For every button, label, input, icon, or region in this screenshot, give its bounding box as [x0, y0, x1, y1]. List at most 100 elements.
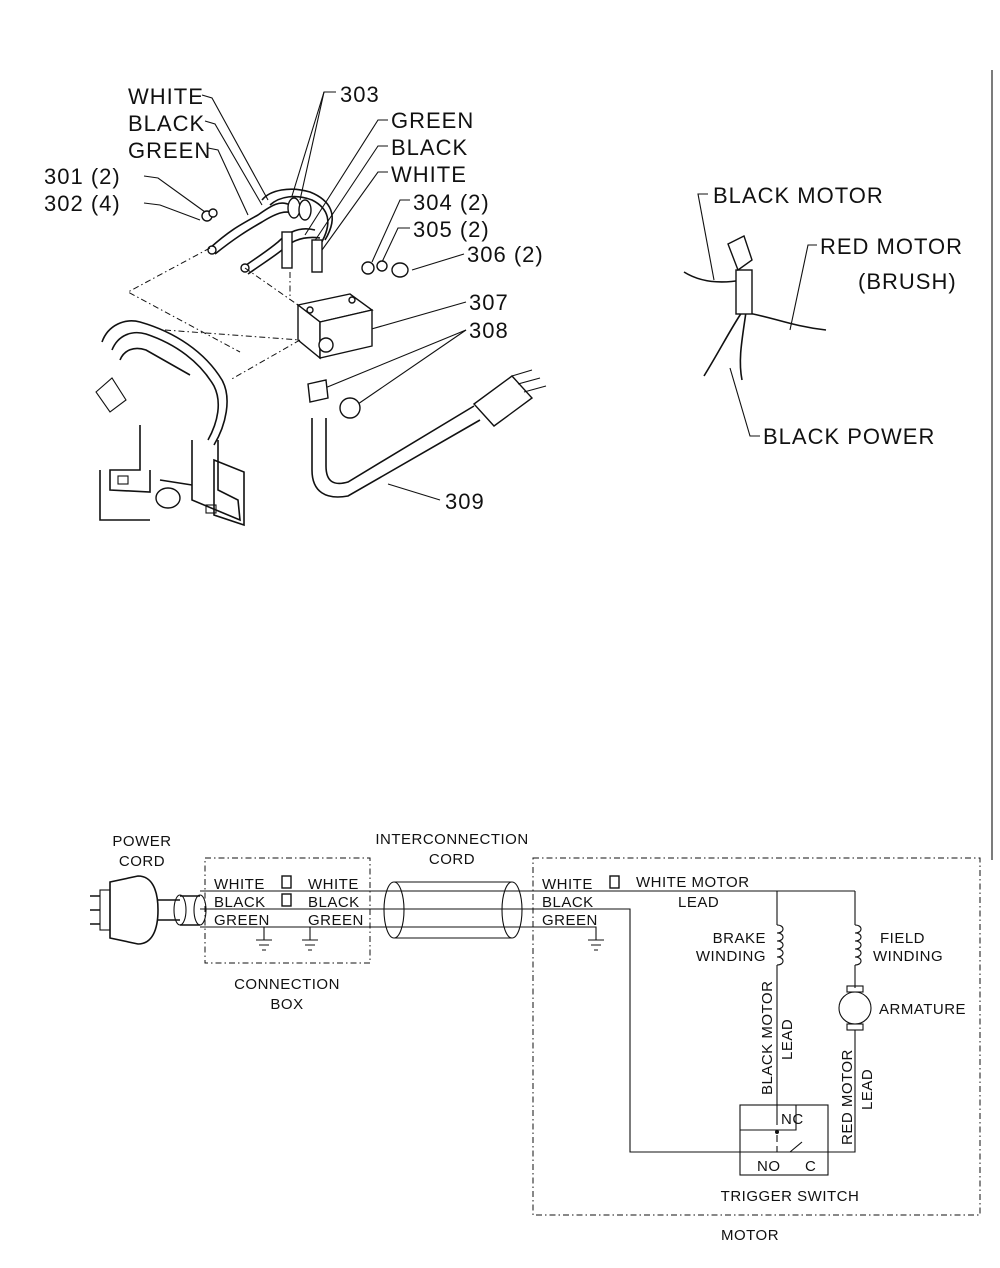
wire-red-motor — [741, 311, 827, 331]
interconnection-cord — [383, 881, 525, 939]
label-brake-winding: WINDING — [696, 948, 766, 965]
part-label-304: 304 (2) — [413, 190, 490, 215]
ground-symbol-left — [256, 927, 272, 951]
ground-symbol-right — [302, 927, 318, 951]
motor-wire-white: WHITE — [542, 876, 593, 893]
label-c: C — [805, 1158, 816, 1175]
label-trigger-switch: TRIGGER SWITCH — [721, 1188, 860, 1205]
wire-nut-white — [281, 875, 292, 889]
label-brush: (BRUSH) — [858, 269, 957, 294]
leader-white-right — [321, 171, 388, 251]
leader-301 — [143, 175, 206, 213]
trigger-switch-box — [739, 1104, 829, 1176]
power-cord-sleeve — [180, 895, 200, 926]
washer-305 — [376, 260, 388, 272]
wire-black-power — [703, 311, 743, 377]
leader-303a — [291, 91, 336, 197]
leader-red-motor — [789, 244, 817, 331]
leader-304 — [371, 199, 410, 263]
box-wire-black-right: BLACK — [308, 894, 360, 911]
label-no: NO — [757, 1158, 781, 1175]
leader-black-right — [311, 145, 388, 246]
box-wire-white-left: WHITE — [214, 876, 265, 893]
connection-box-307 — [296, 293, 374, 360]
leader-black-left — [204, 120, 263, 206]
label-motor: MOTOR — [721, 1227, 779, 1244]
leader-white-left — [201, 94, 269, 201]
switch-nc-contact — [775, 1130, 779, 1134]
label-interconnection-1: INTERCONNECTION — [375, 831, 528, 848]
leader-green-left — [207, 147, 249, 216]
screw-301 — [201, 208, 218, 222]
label-power-cord-1: POWER — [112, 833, 171, 850]
leader-black-power — [729, 367, 760, 437]
strain-relief-308a — [307, 379, 329, 403]
switch-nc-divider — [740, 1105, 797, 1131]
label-black-motor-lead: BLACK MOTOR — [759, 981, 776, 1095]
wire-label-black-right: BLACK — [391, 135, 468, 160]
label-red-motor: RED MOTOR — [820, 234, 963, 259]
part-label-306: 306 (2) — [467, 242, 544, 267]
leader-303b — [299, 91, 325, 201]
part-label-305: 305 (2) — [413, 217, 490, 242]
label-field: FIELD — [880, 930, 925, 947]
wire-nut-black — [281, 893, 292, 907]
box-wire-green-left: GREEN — [214, 912, 270, 929]
leader-308b — [357, 329, 467, 405]
assembly-line-c — [164, 329, 301, 341]
label-field-winding: WINDING — [873, 948, 943, 965]
motor-wire-green: GREEN — [542, 912, 598, 929]
label-power-cord-2: CORD — [119, 853, 165, 870]
label-white-motor: WHITE MOTOR — [636, 874, 750, 891]
wire-nut-motor — [609, 875, 620, 889]
nut-306 — [391, 262, 409, 278]
assembly-line-b — [244, 267, 299, 306]
wire-label-black-left: BLACK — [128, 111, 205, 136]
part-label-308: 308 — [469, 318, 509, 343]
part-label-307: 307 — [469, 290, 509, 315]
brake-winding-coil — [776, 924, 784, 966]
ground-symbol-motor — [525, 926, 604, 951]
wire-bundle — [207, 188, 334, 275]
washer-304 — [361, 261, 375, 275]
motor-box — [532, 857, 981, 1216]
armature-symbol — [838, 985, 872, 1031]
label-brake: BRAKE — [713, 930, 766, 947]
box-wire-black-left: BLACK — [214, 894, 266, 911]
label-red-motor-lead-2: LEAD — [859, 1069, 876, 1110]
wire-label-white-right: WHITE — [391, 162, 467, 187]
plug — [90, 875, 180, 945]
leader-green-right — [304, 119, 388, 236]
wire-label-white-left: WHITE — [128, 84, 204, 109]
assembly-line-d — [229, 339, 301, 381]
connection-box — [204, 857, 371, 964]
wire-label-green-right: GREEN — [391, 108, 474, 133]
red-motor-lead — [822, 1030, 856, 1153]
field-winding-coil — [854, 924, 862, 966]
leader-302 — [143, 202, 201, 221]
assembly-line-a — [126, 247, 241, 353]
label-black-power: BLACK POWER — [763, 424, 935, 449]
black-power-lead — [525, 908, 800, 1153]
saw-bracket-outline — [95, 320, 245, 527]
label-red-motor-lead: RED MOTOR — [839, 1049, 856, 1145]
leader-black-motor — [697, 193, 715, 281]
label-black-motor: BLACK MOTOR — [713, 183, 884, 208]
part-label-302: 302 (4) — [44, 191, 121, 216]
label-black-motor-lead-2: LEAD — [779, 1019, 796, 1060]
wire-label-green-left: GREEN — [128, 138, 211, 163]
leader-308a — [324, 329, 467, 389]
part-label-309: 309 — [445, 489, 485, 514]
label-armature: ARMATURE — [879, 1001, 966, 1018]
leader-307 — [367, 301, 467, 331]
switch-body — [735, 269, 753, 315]
label-lead: LEAD — [678, 894, 719, 911]
exploded-assembly: WHITE BLACK GREEN 301 (2) 302 (4) 303 GR… — [44, 82, 547, 527]
box-wire-green-right: GREEN — [308, 912, 364, 929]
label-connection: CONNECTION — [234, 976, 340, 993]
box-conductors — [200, 890, 384, 928]
motor-wire-black: BLACK — [542, 894, 594, 911]
switch-detail: BLACK MOTOR RED MOTOR (BRUSH) BLACK POWE… — [683, 183, 963, 449]
